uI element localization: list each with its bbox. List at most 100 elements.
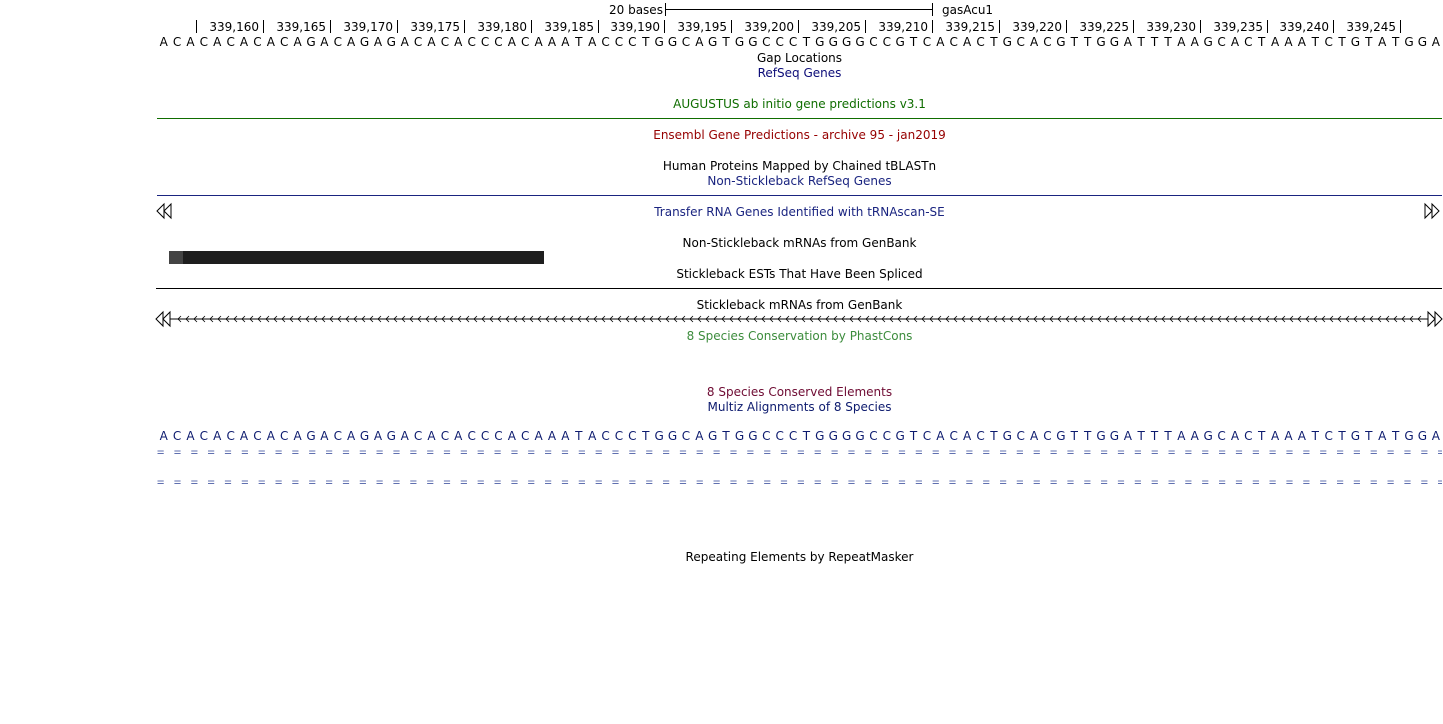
base: C xyxy=(333,429,342,443)
base: A xyxy=(373,429,383,443)
base: C xyxy=(280,429,289,443)
track-multiz[interactable]: Multiz Alignments of 8 Species xyxy=(707,400,892,414)
base: C xyxy=(882,35,891,49)
base: A xyxy=(1284,429,1293,443)
base: C xyxy=(976,35,985,49)
base: A xyxy=(266,35,275,49)
ruler-tick-label: 339,185 xyxy=(544,20,594,34)
track-human-proteins[interactable]: Human Proteins Mapped by Chained tBLASTn xyxy=(662,159,937,173)
track-trna-genes[interactable]: Transfer RNA Genes Identified with tRNAs… xyxy=(654,205,945,219)
base: T xyxy=(1137,429,1145,443)
base: G xyxy=(828,429,838,443)
base: G xyxy=(667,35,678,49)
base: C xyxy=(1324,429,1333,443)
base: T xyxy=(1258,429,1266,443)
base: A xyxy=(963,429,972,443)
track-ensembl[interactable]: Ensembl Gene Predictions - archive 95 - … xyxy=(653,128,946,142)
base: A xyxy=(293,35,302,49)
ruler-tick-label: 339,230 xyxy=(1146,20,1196,34)
base: G xyxy=(306,35,316,49)
base: A xyxy=(400,35,409,49)
base: G xyxy=(855,429,865,443)
track-gap-locations[interactable]: Gap Locations xyxy=(756,51,843,65)
base: C xyxy=(1244,429,1253,443)
base: C xyxy=(494,429,503,443)
base: C xyxy=(226,429,235,443)
base: G xyxy=(1096,35,1106,49)
ruler-tick xyxy=(263,20,264,33)
base: T xyxy=(1083,429,1092,443)
ruler-tick-label: 339,220 xyxy=(1012,20,1062,34)
right-scroll-arrows-icon[interactable] xyxy=(1424,202,1441,220)
base: C xyxy=(172,429,182,443)
base: A xyxy=(507,35,516,49)
base: A xyxy=(936,35,945,49)
base: G xyxy=(1404,35,1414,49)
base: C xyxy=(762,35,771,49)
base: A xyxy=(1230,35,1240,49)
stickleback-mrna-intron-line[interactable] xyxy=(155,310,1443,328)
track-conserved-elements[interactable]: 8 Species Conserved Elements xyxy=(706,385,893,399)
ruler-tick xyxy=(865,20,866,33)
track-non-stickleback-refseq[interactable]: Non-Stickleback RefSeq Genes xyxy=(707,174,892,188)
base: C xyxy=(1244,35,1253,49)
track-stickleback-mrnas[interactable]: Stickleback mRNAs from GenBank xyxy=(696,298,903,312)
base: A xyxy=(320,35,329,49)
base: G xyxy=(386,429,396,443)
base: G xyxy=(1002,429,1012,443)
track-repeatmasker[interactable]: Repeating Elements by RepeatMasker xyxy=(685,550,914,564)
ruler-tick xyxy=(531,20,532,33)
base: T xyxy=(642,35,650,49)
scale-bar-right-tick xyxy=(932,3,933,16)
ests-line xyxy=(156,288,1442,289)
track-ests-spliced[interactable]: Stickleback ESTs That Have Been Spliced xyxy=(676,267,923,281)
base: G xyxy=(386,35,396,49)
base: T xyxy=(575,35,583,49)
base: A xyxy=(159,429,168,443)
ruler-tick xyxy=(464,20,465,33)
track-augustus[interactable]: AUGUSTUS ab initio gene predictions v3.1 xyxy=(673,97,926,111)
base: G xyxy=(895,429,905,443)
base: A xyxy=(213,35,222,49)
base: G xyxy=(1203,35,1213,49)
base: C xyxy=(1217,429,1226,443)
base: A xyxy=(213,429,222,443)
ruler-tick-label: 339,165 xyxy=(276,20,326,34)
base: T xyxy=(1391,429,1400,443)
base: A xyxy=(293,429,302,443)
ruler-tick xyxy=(1400,20,1401,33)
mrna-feature-utr xyxy=(169,251,183,264)
base: A xyxy=(534,35,543,49)
left-scroll-arrows-icon[interactable] xyxy=(156,202,173,220)
ruler-tick xyxy=(196,20,197,33)
track-phastcons[interactable]: 8 Species Conservation by PhastCons xyxy=(686,329,913,343)
track-refseq-genes[interactable]: RefSeq Genes xyxy=(757,66,842,80)
base: C xyxy=(788,35,798,49)
base: C xyxy=(601,35,610,49)
base: C xyxy=(681,35,691,49)
base: A xyxy=(1123,35,1132,49)
base: C xyxy=(922,35,932,49)
base: G xyxy=(654,35,664,49)
ruler-tick-label: 339,195 xyxy=(677,20,727,34)
base: T xyxy=(1150,35,1159,49)
base: A xyxy=(1123,429,1132,443)
mrna-feature-block[interactable] xyxy=(169,251,544,264)
base: C xyxy=(253,35,262,49)
base: G xyxy=(1417,429,1428,443)
ruler-tick-label: 339,235 xyxy=(1213,20,1263,34)
base: C xyxy=(614,429,624,443)
base: T xyxy=(1258,35,1266,49)
base: T xyxy=(575,429,583,443)
base: A xyxy=(507,429,516,443)
base: A xyxy=(1378,429,1387,443)
track-non-stickleback-mrnas[interactable]: Non-Stickleback mRNAs from GenBank xyxy=(682,236,917,250)
base: T xyxy=(642,429,650,443)
base: C xyxy=(226,35,235,49)
base: C xyxy=(253,429,262,443)
ruler-tick-label: 339,240 xyxy=(1279,20,1329,34)
base: T xyxy=(1365,429,1373,443)
base: A xyxy=(588,35,597,49)
base: C xyxy=(440,429,450,443)
base: C xyxy=(775,429,784,443)
